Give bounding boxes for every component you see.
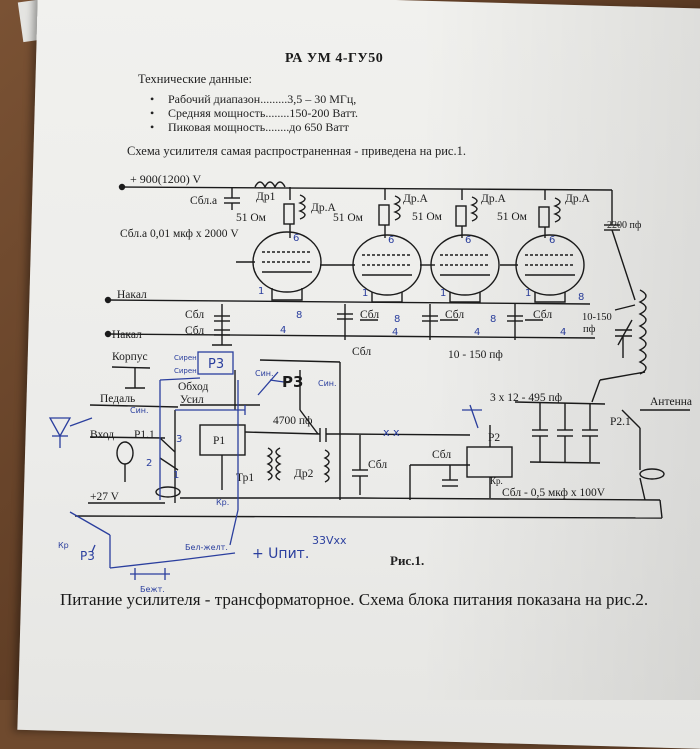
kr-label: Кр. xyxy=(490,476,503,486)
pin1-b: 1 xyxy=(362,288,368,299)
c10-150b-label: 10 - 150 пф xyxy=(448,349,503,361)
r51b-label: 51 Ом xyxy=(333,212,364,224)
dr2-label: Др2 xyxy=(294,468,314,480)
kr-b-note: Кр. xyxy=(216,498,229,507)
pin6-b: 6 xyxy=(388,235,394,246)
scheme-caption: Схема усилителя самая распространенная -… xyxy=(127,144,466,158)
p2-label: Р2 xyxy=(488,432,500,444)
amplifier-schematic: + 900(1200) V Сбл.а Др1 51 Ом 51 Ом 51 О… xyxy=(48,172,692,594)
vhod-label: Вход xyxy=(90,429,114,441)
sirez2-note: Сирен. xyxy=(174,367,199,375)
pin6-c: 6 xyxy=(465,235,471,246)
schematic-wiring xyxy=(74,181,690,519)
v33-note: 33Vхх xyxy=(312,534,347,547)
kr-a-note: Кр xyxy=(58,541,69,550)
tr1-label: Тр1 xyxy=(236,472,254,484)
antenna-label: Антенна xyxy=(650,396,692,408)
document-title: РА УМ 4-ГУ50 xyxy=(285,51,384,66)
footer-paragraph: Питание усилителя - трансформаторное. Сх… xyxy=(60,590,649,609)
dra1-label: Др.А xyxy=(311,202,336,214)
pin6-a: 6 xyxy=(293,233,299,244)
sbl-a-label: Сбл xyxy=(368,459,387,471)
pin4-d: 4 xyxy=(560,327,566,338)
nakal2-label: Накал xyxy=(112,329,142,341)
pin-numbers: 6 6 6 6 8 8 8 8 4 4 4 4 1 1 1 1 3 2 1 xyxy=(146,233,584,481)
pin3-label: 3 xyxy=(176,434,182,445)
u-pit-note: + Uпит. xyxy=(252,546,309,562)
sin1-note: Син. xyxy=(255,369,274,378)
pin8-d: 8 xyxy=(578,292,584,303)
sbl-b-label: Сбл xyxy=(432,449,451,461)
dra2-label: Др.А xyxy=(403,193,428,205)
pin6-d: 6 xyxy=(549,235,555,246)
sbl05-label: Сбл - 0,5 мкф х 100V xyxy=(502,487,606,499)
schematic-labels: + 900(1200) V Сбл.а Др1 51 Ом 51 Ом 51 О… xyxy=(90,172,692,503)
pf-label: пф xyxy=(583,324,596,335)
c4700-label: 4700 пф xyxy=(273,415,313,427)
handwritten-wiring xyxy=(48,351,482,580)
pin4-a: 4 xyxy=(280,325,286,336)
r51c-label: 51 Ом xyxy=(412,211,443,223)
sin2-note: Син. xyxy=(130,406,149,415)
r51d-label: 51 Ом xyxy=(497,211,528,223)
figure-caption: Рис.1. xyxy=(390,553,425,568)
nakal1-label: Накал xyxy=(117,289,147,301)
spec-text: Средняя мощность........150-200 Ватт. xyxy=(168,106,358,120)
c10-150-label: 10-150 xyxy=(582,312,612,323)
sbla-value-label: Сбл.а 0,01 мкф х 2000 V xyxy=(120,228,239,240)
pin8-c: 8 xyxy=(490,314,496,325)
korpus-label: Корпус xyxy=(112,351,148,363)
dr1-label: Др1 xyxy=(256,191,276,203)
c2200-label: 2200 пф xyxy=(607,220,642,231)
spec-item: •Пиковая мощность........до 650 Ватт xyxy=(150,120,349,134)
xx-note: х х xyxy=(383,426,400,439)
pin4-b: 4 xyxy=(392,327,398,338)
tech-heading: Технические данные: xyxy=(138,72,253,86)
dra3-label: Др.А xyxy=(481,193,506,205)
sbla-label: Сбл.а xyxy=(190,195,217,207)
c3x12-label: 3 х 12 - 495 пф xyxy=(490,392,563,404)
pin1-a: 1 xyxy=(258,286,264,297)
spec-list: •Рабочий диапазон.........3,5 – 30 МГц, … xyxy=(150,92,358,134)
p21-label: Р2.1 xyxy=(610,416,631,428)
p11-label: Р1.1 xyxy=(134,429,155,441)
spec-item: •Средняя мощность........150-200 Ватт. xyxy=(150,106,358,120)
pin4-c: 4 xyxy=(474,327,480,338)
bel-zhel-note: Бел-желт. xyxy=(185,543,228,552)
pin8-b: 8 xyxy=(394,314,400,325)
hv-label: + 900(1200) V xyxy=(130,172,202,186)
bezht-note: Бежт. xyxy=(140,585,165,594)
pin1-c: 1 xyxy=(440,288,446,299)
pin2-label: 2 xyxy=(146,458,152,469)
dra4-label: Др.А xyxy=(565,193,590,205)
p3-box-note: Р3 xyxy=(208,357,224,372)
usil-label: Усил xyxy=(180,394,204,406)
handwritten-notes: Р3 Р3 Син. Син. Сирен. Сирен. Кр Кр. Р3 … xyxy=(58,354,400,594)
sbl2-label: Сбл xyxy=(185,325,204,337)
p3-bold-note: Р3 xyxy=(282,373,303,391)
sbl4-label: Сбл xyxy=(445,309,464,321)
sin3-note: Син. xyxy=(318,379,337,388)
spec-text: Пиковая мощность........до 650 Ватт xyxy=(168,120,349,134)
pin8-a: 8 xyxy=(296,310,302,321)
sbl5-label: Сбл xyxy=(533,309,552,321)
pin1-e: 1 xyxy=(173,470,179,481)
v27-label: +27 V xyxy=(90,491,120,503)
obhod-label: Обход xyxy=(178,381,208,393)
r51a-label: 51 Ом xyxy=(236,212,267,224)
spec-item: •Рабочий диапазон.........3,5 – 30 МГц, xyxy=(150,92,357,106)
sirez1-note: Сирен. xyxy=(174,354,199,362)
sbl-under-label: Сбл xyxy=(352,346,371,358)
spec-text: Рабочий диапазон.........3,5 – 30 МГц, xyxy=(168,92,357,106)
pedal-label: Педаль xyxy=(100,393,135,405)
sbl3-label: Сбл xyxy=(360,309,379,321)
pin1-d: 1 xyxy=(525,288,531,299)
p3-bottom-note: Р3 xyxy=(80,549,95,563)
p1-label: Р1 xyxy=(213,435,225,447)
sbl1-label: Сбл xyxy=(185,309,204,321)
